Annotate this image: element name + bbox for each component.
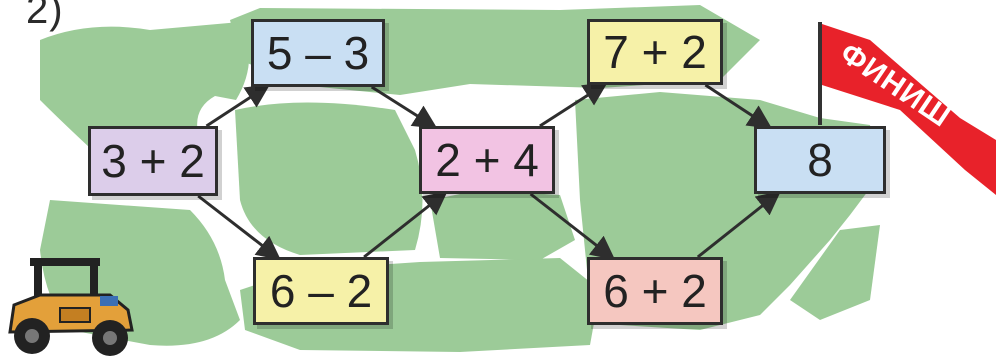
node-bottom-left: 6 – 2 [253,257,389,325]
jeep-car-illustration [0,250,145,359]
task-number: 2) [26,0,64,33]
node-bottom-right: 6 + 2 [587,257,723,325]
node-top-left: 5 – 3 [251,19,385,87]
node-finish: 8 [754,126,886,194]
node-top-right: 7 + 2 [587,19,723,85]
node-middle: 2 + 4 [419,126,555,194]
node-start: 3 + 2 [88,126,218,196]
